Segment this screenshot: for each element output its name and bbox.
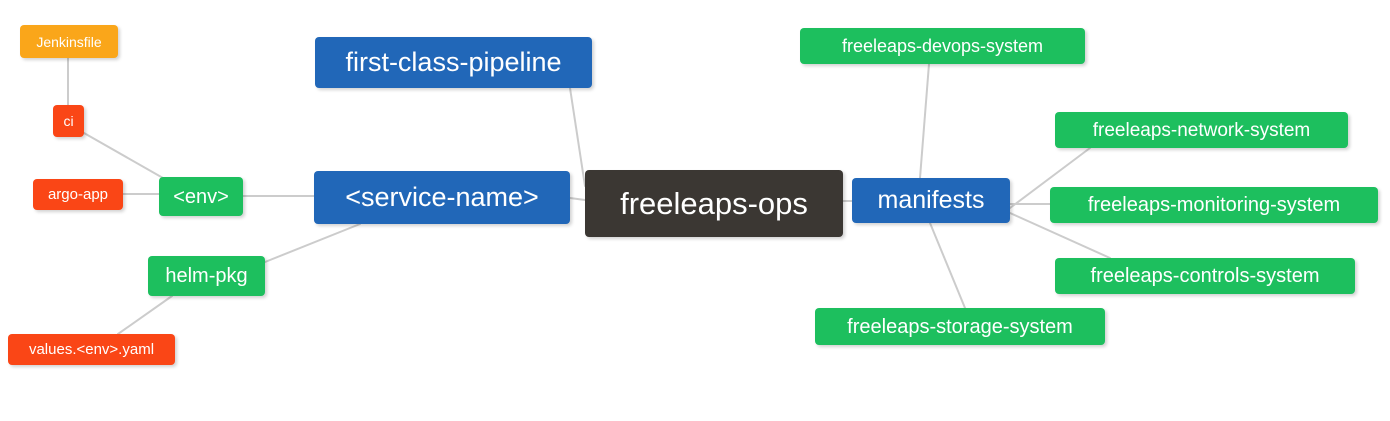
mindmap-node-label: values.<env>.yaml	[28, 341, 155, 358]
mindmap-node-helm-pkg[interactable]: helm-pkg	[148, 256, 265, 296]
mindmap-node-label: freeleaps-network-system	[1092, 119, 1311, 141]
mindmap-node-env[interactable]: <env>	[159, 177, 243, 216]
mindmap-node-label: freeleaps-monitoring-system	[1087, 194, 1341, 216]
mindmap-node-argo-app[interactable]: argo-app	[33, 179, 123, 210]
mindmap-node-label: freeleaps-storage-system	[847, 315, 1073, 338]
mindmap-node-label: <env>	[173, 185, 229, 208]
mindmap-node-jenkinsfile[interactable]: Jenkinsfile	[20, 25, 118, 58]
mindmap-node-label: <service-name>	[345, 182, 539, 212]
mindmap-node-controls-system[interactable]: freeleaps-controls-system	[1055, 258, 1355, 294]
mindmap-node-values-env-yaml[interactable]: values.<env>.yaml	[8, 334, 175, 365]
edge-helm-pkg-to-values-env-yaml	[117, 295, 173, 335]
mindmap-node-label: helm-pkg	[165, 265, 248, 287]
edge-freeleaps-ops-to-service-name	[569, 197, 586, 201]
edge-manifests-to-devops-system	[919, 63, 930, 179]
mindmap-node-label: first-class-pipeline	[345, 47, 562, 77]
edge-manifests-to-storage-system	[929, 222, 966, 309]
mindmap-node-first-class-pipeline[interactable]: first-class-pipeline	[315, 37, 592, 88]
mindmap-node-devops-system[interactable]: freeleaps-devops-system	[800, 28, 1085, 64]
mindmap-node-label: freeleaps-controls-system	[1090, 265, 1320, 287]
mindmap-node-label: argo-app	[47, 186, 109, 203]
mindmap-node-service-name[interactable]: <service-name>	[314, 171, 570, 224]
mindmap-node-monitoring-system[interactable]: freeleaps-monitoring-system	[1050, 187, 1378, 223]
mindmap-node-label: freeleaps-ops	[620, 186, 808, 221]
mindmap-node-storage-system[interactable]: freeleaps-storage-system	[815, 308, 1105, 345]
edge-env-to-ci	[83, 132, 171, 183]
mindmap-node-label: freeleaps-devops-system	[841, 36, 1044, 56]
mindmap-node-network-system[interactable]: freeleaps-network-system	[1055, 112, 1348, 148]
mindmap-node-label: ci	[63, 113, 74, 129]
mindmap-node-label: Jenkinsfile	[36, 33, 102, 50]
mindmap-node-ci[interactable]: ci	[53, 105, 84, 137]
mindmap-node-manifests[interactable]: manifests	[852, 178, 1010, 223]
mindmap-node-freeleaps-ops[interactable]: freeleaps-ops	[585, 170, 843, 237]
edge-service-name-to-helm-pkg	[264, 223, 361, 263]
edge-freeleaps-ops-to-first-class-pipeline	[569, 87, 586, 187]
mindmap-node-label: manifests	[877, 186, 985, 214]
